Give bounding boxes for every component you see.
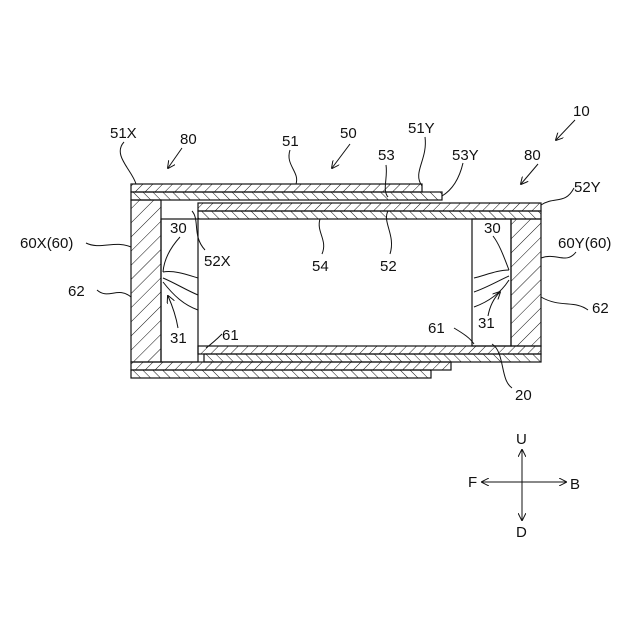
label-20: 20: [515, 387, 532, 404]
top-layers: [131, 184, 541, 219]
label-62-left: 62: [68, 283, 85, 300]
leader-30-left-c: [163, 278, 198, 295]
label-30-right: 30: [484, 220, 501, 237]
leader-30-left-b: [163, 272, 198, 278]
wall-right-62: [511, 219, 541, 346]
label-53: 53: [378, 147, 395, 164]
label-51: 51: [282, 133, 299, 150]
leader-31-right: [488, 292, 500, 316]
label-31-left: 31: [170, 330, 187, 347]
label-61-right: 61: [428, 320, 445, 337]
label-60x: 60X(60): [20, 235, 73, 252]
leader-30-right-b: [474, 270, 509, 278]
direction-labels: U D F B: [468, 431, 580, 541]
bottom-layer-3: [131, 362, 451, 370]
leader-62-left: [97, 290, 131, 297]
inner-walls: [161, 219, 511, 362]
direction-indicator: [482, 450, 566, 520]
label-52x: 52X: [204, 253, 231, 270]
wall-left-62: [131, 200, 161, 362]
label-52: 52: [380, 258, 397, 275]
leader-60y: [541, 252, 576, 258]
leader-10: [556, 120, 575, 140]
leader-30-right-c: [474, 276, 509, 292]
leader-51y: [419, 137, 426, 186]
leader-51x: [120, 142, 136, 184]
label-80-left: 80: [180, 131, 197, 148]
label-31-right: 31: [478, 315, 495, 332]
leader-30-right-a: [493, 236, 509, 270]
leader-60x: [86, 243, 131, 247]
side-walls: [131, 200, 541, 362]
leader-50: [332, 144, 350, 168]
direction-label-front: F: [468, 474, 477, 491]
label-10: 10: [573, 103, 590, 120]
label-80-right: 80: [524, 147, 541, 164]
leader-80-right: [521, 164, 538, 184]
bottom-layer-1: [198, 346, 541, 354]
label-53y: 53Y: [452, 147, 479, 164]
label-30-left: 30: [170, 220, 187, 237]
leader-31-left: [168, 296, 178, 328]
leader-52y: [541, 188, 574, 205]
leader-80-left: [168, 148, 182, 168]
direction-label-up: U: [516, 431, 527, 448]
leader-61-right: [454, 328, 474, 344]
direction-label-back: B: [570, 476, 580, 493]
label-51x: 51X: [110, 125, 137, 142]
label-51y: 51Y: [408, 120, 435, 137]
direction-label-down: D: [516, 524, 527, 541]
label-50: 50: [340, 125, 357, 142]
label-62-right: 62: [592, 300, 609, 317]
layer-51: [131, 184, 422, 192]
bottom-layer-4: [131, 370, 431, 378]
leader-30-left-a: [163, 237, 180, 272]
layer-53: [131, 192, 442, 200]
label-60y: 60Y(60): [558, 235, 611, 252]
leader-51: [289, 150, 297, 184]
leader-62-right: [541, 297, 588, 310]
leader-54: [319, 219, 324, 254]
label-61-left: 61: [222, 327, 239, 344]
label-54: 54: [312, 258, 329, 275]
leader-53y: [442, 163, 463, 196]
layer-52: [198, 203, 541, 211]
label-52y: 52Y: [574, 179, 601, 196]
bottom-layer-2: [204, 354, 541, 362]
layer-54: [198, 211, 541, 219]
